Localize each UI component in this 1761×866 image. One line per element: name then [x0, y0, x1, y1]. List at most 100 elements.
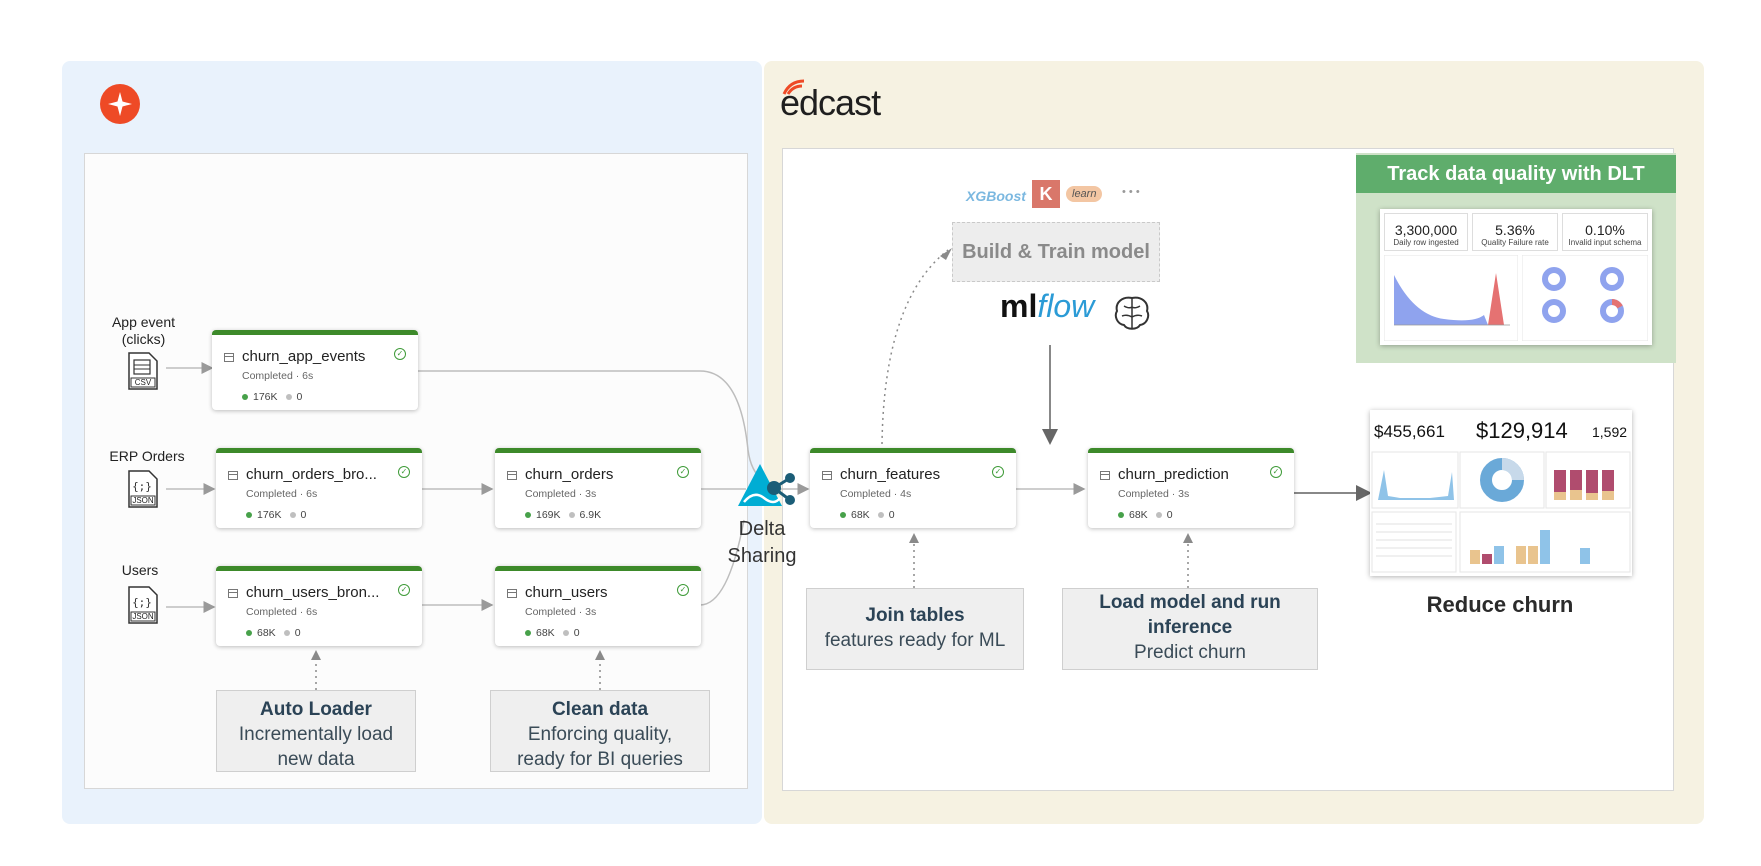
- kpi-value: 5.36%: [1495, 222, 1535, 238]
- dlt-dashboard: 3,300,000 Daily row ingested 5.36% Quali…: [1380, 209, 1652, 345]
- csv-file-type-label: CSV: [134, 378, 152, 387]
- table-icon: [228, 471, 238, 480]
- note-auto-loader: Auto Loader Incrementally load new data: [216, 690, 416, 772]
- node-errors: 0: [294, 627, 301, 639]
- table-icon: [507, 471, 517, 480]
- node-name: churn_users: [525, 584, 608, 601]
- brain-icon: [1114, 296, 1150, 330]
- churn-kpi-value: $129,914: [1476, 418, 1568, 443]
- dlt-quality-panel: Track data quality with DLT 3,300,000 Da…: [1356, 153, 1676, 363]
- edcast-logo-icon: [782, 79, 805, 95]
- node-churn-app-events[interactable]: churn_app_events ✓ Completed · 6s 176K 0: [212, 330, 418, 410]
- json-file-type-label: JSON: [132, 496, 154, 505]
- node-rows: 68K: [536, 627, 555, 639]
- node-rows: 68K: [257, 627, 276, 639]
- reduce-churn-label: Reduce churn: [1426, 592, 1574, 617]
- kpi-label: Quality Failure rate: [1481, 238, 1549, 247]
- node-churn-users-bronze[interactable]: churn_users_bron... ✓ Completed · 6s 68K…: [216, 566, 422, 646]
- json-file-icon: {;}: [128, 586, 158, 624]
- json-file-type-label: JSON: [132, 612, 154, 621]
- table-icon: [224, 353, 234, 362]
- node-churn-orders-bronze[interactable]: churn_orders_bro... ✓ Completed · 6s 176…: [216, 448, 422, 528]
- check-circle-icon: ✓: [677, 584, 689, 596]
- node-rows: 68K: [1129, 509, 1148, 521]
- check-circle-icon: ✓: [398, 466, 410, 478]
- source-label-users: Users: [121, 562, 159, 578]
- dlt-kpi: 0.10% Invalid input schema: [1562, 213, 1648, 251]
- check-circle-icon: ✓: [394, 348, 406, 360]
- source-label-erp-orders: ERP Orders: [109, 448, 185, 464]
- node-status: Completed · 6s: [242, 370, 314, 382]
- keras-logo: K: [1032, 180, 1060, 208]
- note-join-tables: Join tables features ready for ML: [806, 588, 1024, 670]
- sklearn-logo: learn: [1066, 186, 1103, 202]
- node-name: churn_users_bron...: [246, 584, 380, 601]
- delta-sharing-line1: Delta: [738, 518, 786, 540]
- mlflow-logo: mlflow: [1000, 288, 1094, 325]
- churn-kpi-value: $455,661: [1374, 422, 1445, 441]
- node-status: Completed · 4s: [840, 488, 912, 500]
- table-icon: [507, 589, 517, 598]
- node-rows: 169K: [536, 509, 561, 521]
- check-circle-icon: ✓: [992, 466, 1004, 478]
- table-icon: [1100, 471, 1110, 480]
- churn-kpi-value: 1,592: [1592, 424, 1628, 440]
- node-rows: 68K: [851, 509, 870, 521]
- kpi-label: Invalid input schema: [1568, 238, 1642, 247]
- node-churn-orders[interactable]: churn_orders ✓ Completed · 3s 169K 6.9K: [495, 448, 701, 528]
- svg-text:{;}: {;}: [132, 596, 152, 609]
- node-name: churn_prediction: [1118, 466, 1229, 483]
- note-line: Predict churn: [1134, 642, 1246, 663]
- csv-file-icon: [128, 352, 158, 390]
- kpi-label: Daily row ingested: [1393, 238, 1459, 247]
- delta-sharing-line2: Sharing: [727, 545, 797, 567]
- dlt-kpi: 3,300,000 Daily row ingested: [1384, 213, 1468, 251]
- check-circle-icon: ✓: [677, 466, 689, 478]
- node-name: churn_app_events: [242, 348, 366, 365]
- note-line: Enforcing quality,: [527, 724, 673, 745]
- xgboost-logo: XGBoost: [966, 188, 1026, 204]
- node-errors: 0: [300, 509, 307, 521]
- table-icon: [228, 589, 238, 598]
- ingestion-chart: [1384, 255, 1518, 341]
- dlt-kpi: 5.36% Quality Failure rate: [1472, 213, 1558, 251]
- churn-charts: [1371, 451, 1631, 573]
- note-line: ready for BI queries: [517, 749, 683, 770]
- node-name: churn_orders: [525, 466, 614, 483]
- node-churn-users[interactable]: churn_users ✓ Completed · 3s 68K 0: [495, 566, 701, 646]
- more-libraries-icon: • • •: [1122, 186, 1140, 198]
- node-rows: 176K: [257, 509, 282, 521]
- node-status: Completed · 3s: [525, 606, 597, 618]
- kpi-value: 0.10%: [1585, 222, 1625, 238]
- check-circle-icon: ✓: [398, 584, 410, 596]
- note-title: Auto Loader: [260, 699, 372, 720]
- databricks-logo-icon: [100, 84, 140, 124]
- node-errors: 0: [573, 627, 580, 639]
- kpi-value: 3,300,000: [1394, 222, 1458, 238]
- source-label-app-event: App event (clicks): [111, 314, 176, 347]
- note-title: Clean data: [551, 699, 649, 720]
- node-status: Completed · 6s: [246, 606, 318, 618]
- svg-text:{;}: {;}: [132, 480, 152, 493]
- build-train-model-box: Build & Train model: [952, 222, 1160, 282]
- node-status: Completed · 3s: [1118, 488, 1190, 500]
- quality-donut-charts: [1522, 255, 1648, 341]
- node-rows: 176K: [253, 391, 278, 403]
- json-file-icon: {;}: [128, 470, 158, 508]
- note-clean-data: Clean data Enforcing quality, ready for …: [490, 690, 710, 772]
- node-name: churn_features: [840, 466, 941, 483]
- note-title: Load model and run inference: [1099, 592, 1281, 638]
- mlflow-flow: flow: [1037, 288, 1095, 324]
- churn-dashboard: $455,661 $129,914 1,592: [1370, 410, 1632, 576]
- node-status: Completed · 3s: [525, 488, 597, 500]
- note-line: Incrementally load: [238, 724, 394, 745]
- node-errors: 0: [296, 391, 303, 403]
- delta-sharing-label: Delta Sharing: [722, 516, 802, 570]
- node-errors: 0: [1166, 509, 1173, 521]
- node-errors: 6.9K: [579, 509, 602, 521]
- table-icon: [822, 471, 832, 480]
- dlt-title: Track data quality with DLT: [1356, 155, 1676, 193]
- note-load-model: Load model and run inference Predict chu…: [1062, 588, 1318, 670]
